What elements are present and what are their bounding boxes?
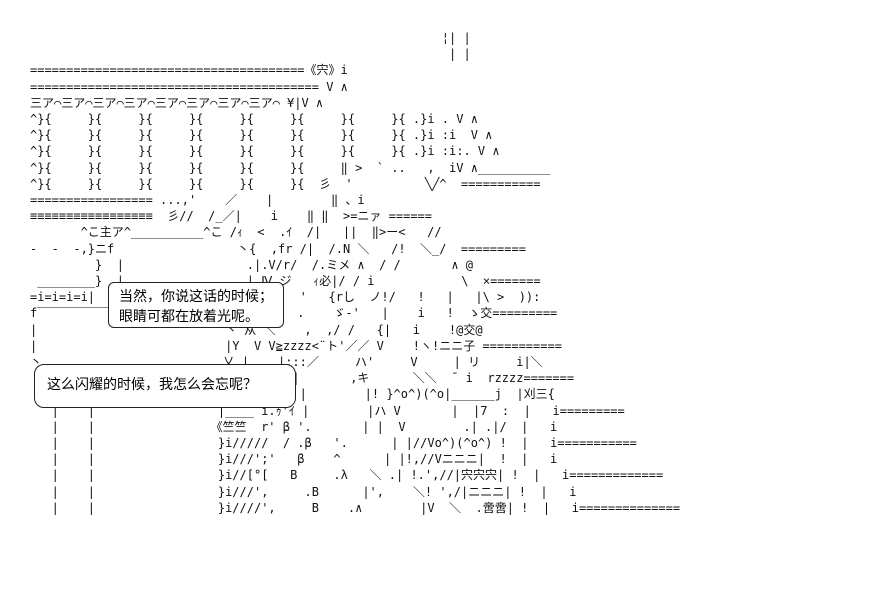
speech-bubble-bottom: 这么闪耀的时候，我怎么会忘呢？ xyxy=(34,364,296,408)
dialogue-line: 眼睛可都在放着光呢。 xyxy=(119,309,259,325)
ascii-art: ¦| | | | ===============================… xyxy=(30,31,681,515)
dialogue-line: 当然，你说这话的时候； xyxy=(119,289,273,305)
dialogue-line: 这么闪耀的时候，我怎么会忘呢？ xyxy=(47,377,257,393)
speech-bubble-top: 当然，你说这话的时候； 眼睛可都在放着光呢。 xyxy=(108,282,284,328)
